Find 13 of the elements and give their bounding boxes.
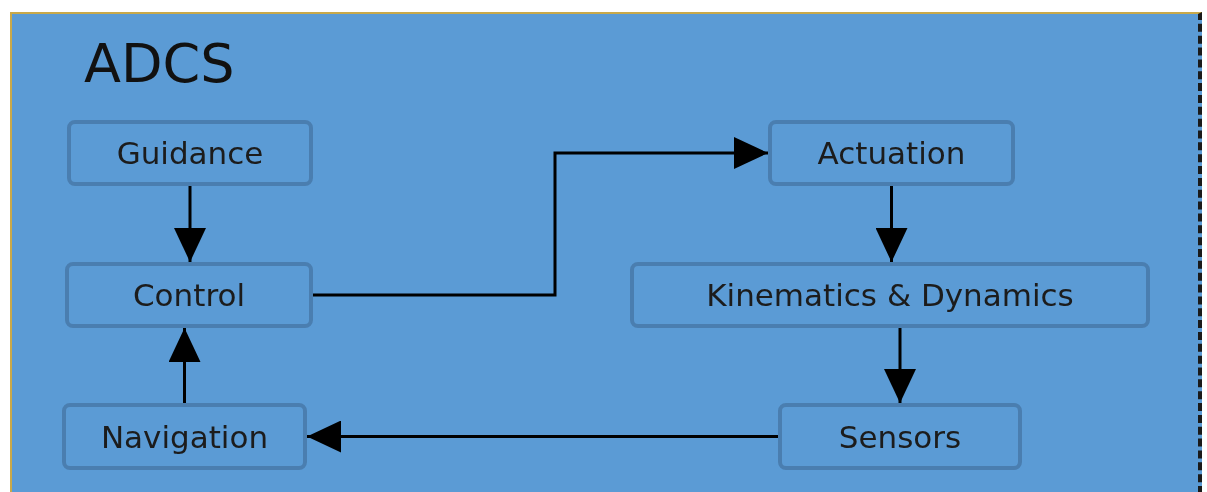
process-box: Sensors — [778, 403, 1022, 470]
arrow — [174, 186, 206, 262]
arrow — [313, 137, 768, 297]
process-box: Control — [65, 262, 313, 328]
process-box: Actuation — [768, 120, 1015, 186]
process-box: Kinematics & Dynamics — [630, 262, 1150, 328]
arrow — [307, 420, 778, 453]
arrow — [168, 328, 201, 403]
process-box: Guidance — [67, 120, 313, 186]
title: ADCS — [84, 34, 235, 94]
arrow — [875, 186, 908, 262]
process-box: Navigation — [62, 403, 307, 470]
arrow — [884, 328, 916, 403]
